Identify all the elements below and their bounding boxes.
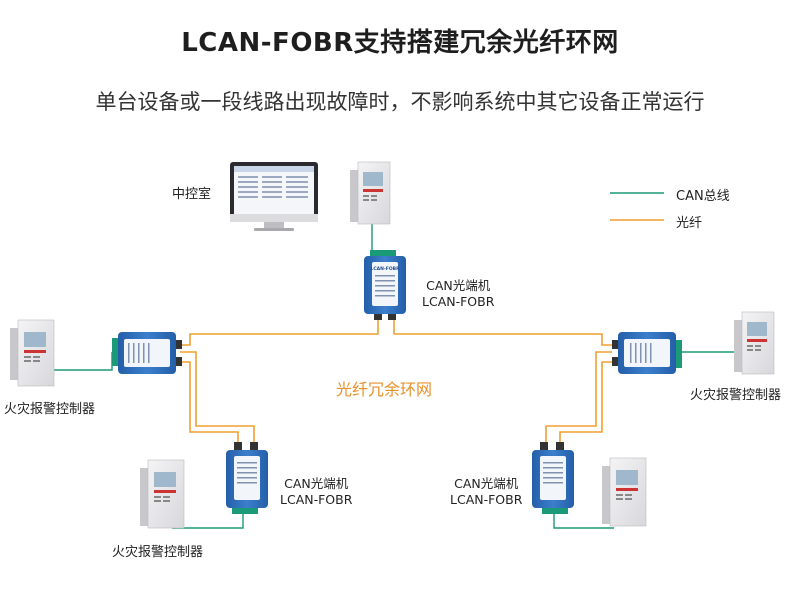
device-label-line1: CAN光端机 (454, 476, 519, 491)
device-label-top: CAN光端机 LCAN-FOBR (422, 278, 494, 310)
fiber-ring (180, 318, 612, 445)
device-face-text: LCAN-FOBR (370, 266, 400, 272)
page-subtitle: 单台设备或一段线路出现故障时，不影响系统中其它设备正常运行 (95, 90, 705, 114)
device-label-line2: LCAN-FOBR (422, 294, 495, 309)
device-label-bottom-left: CAN光端机 LCAN-FOBR (280, 476, 352, 508)
legend (610, 192, 664, 221)
control-room-label: 中控室 (172, 187, 212, 202)
fire-panel-icon (602, 457, 647, 527)
legend-can-label: CAN总线 (676, 189, 730, 204)
device-label-line2: LCAN-FOBR (280, 492, 353, 507)
legend-fiber-label: 光纤 (676, 216, 703, 231)
fiber-converter-icon (226, 442, 268, 514)
fire-panel-icon (734, 311, 775, 375)
device-label-line1: CAN光端机 (284, 476, 349, 491)
fire-panel-label: 火灾报警控制器 (4, 402, 96, 417)
page-title: LCAN-FOBR支持搭建冗余光纤环网 (181, 28, 619, 58)
device-label-line2: LCAN-FOBR (450, 492, 523, 507)
fiber-converter-icon (532, 442, 574, 514)
fiber-converter-icon (112, 332, 182, 374)
fire-panel-label: 火灾报警控制器 (112, 545, 204, 560)
device-label-bottom-right: CAN光端机 LCAN-FOBR (450, 476, 522, 508)
device-label-line1: CAN光端机 (426, 278, 491, 293)
monitor-icon (230, 162, 318, 231)
fiber-converter-icon: LCAN-FOBR (364, 250, 406, 320)
fire-panel-icon (350, 161, 391, 225)
fire-panel-icon (10, 319, 55, 387)
fiber-converter-icon (612, 332, 682, 374)
ring-label: 光纤冗余环网 (336, 380, 433, 399)
fire-panel-label: 火灾报警控制器 (690, 388, 782, 403)
fire-panel-icon (140, 459, 185, 529)
